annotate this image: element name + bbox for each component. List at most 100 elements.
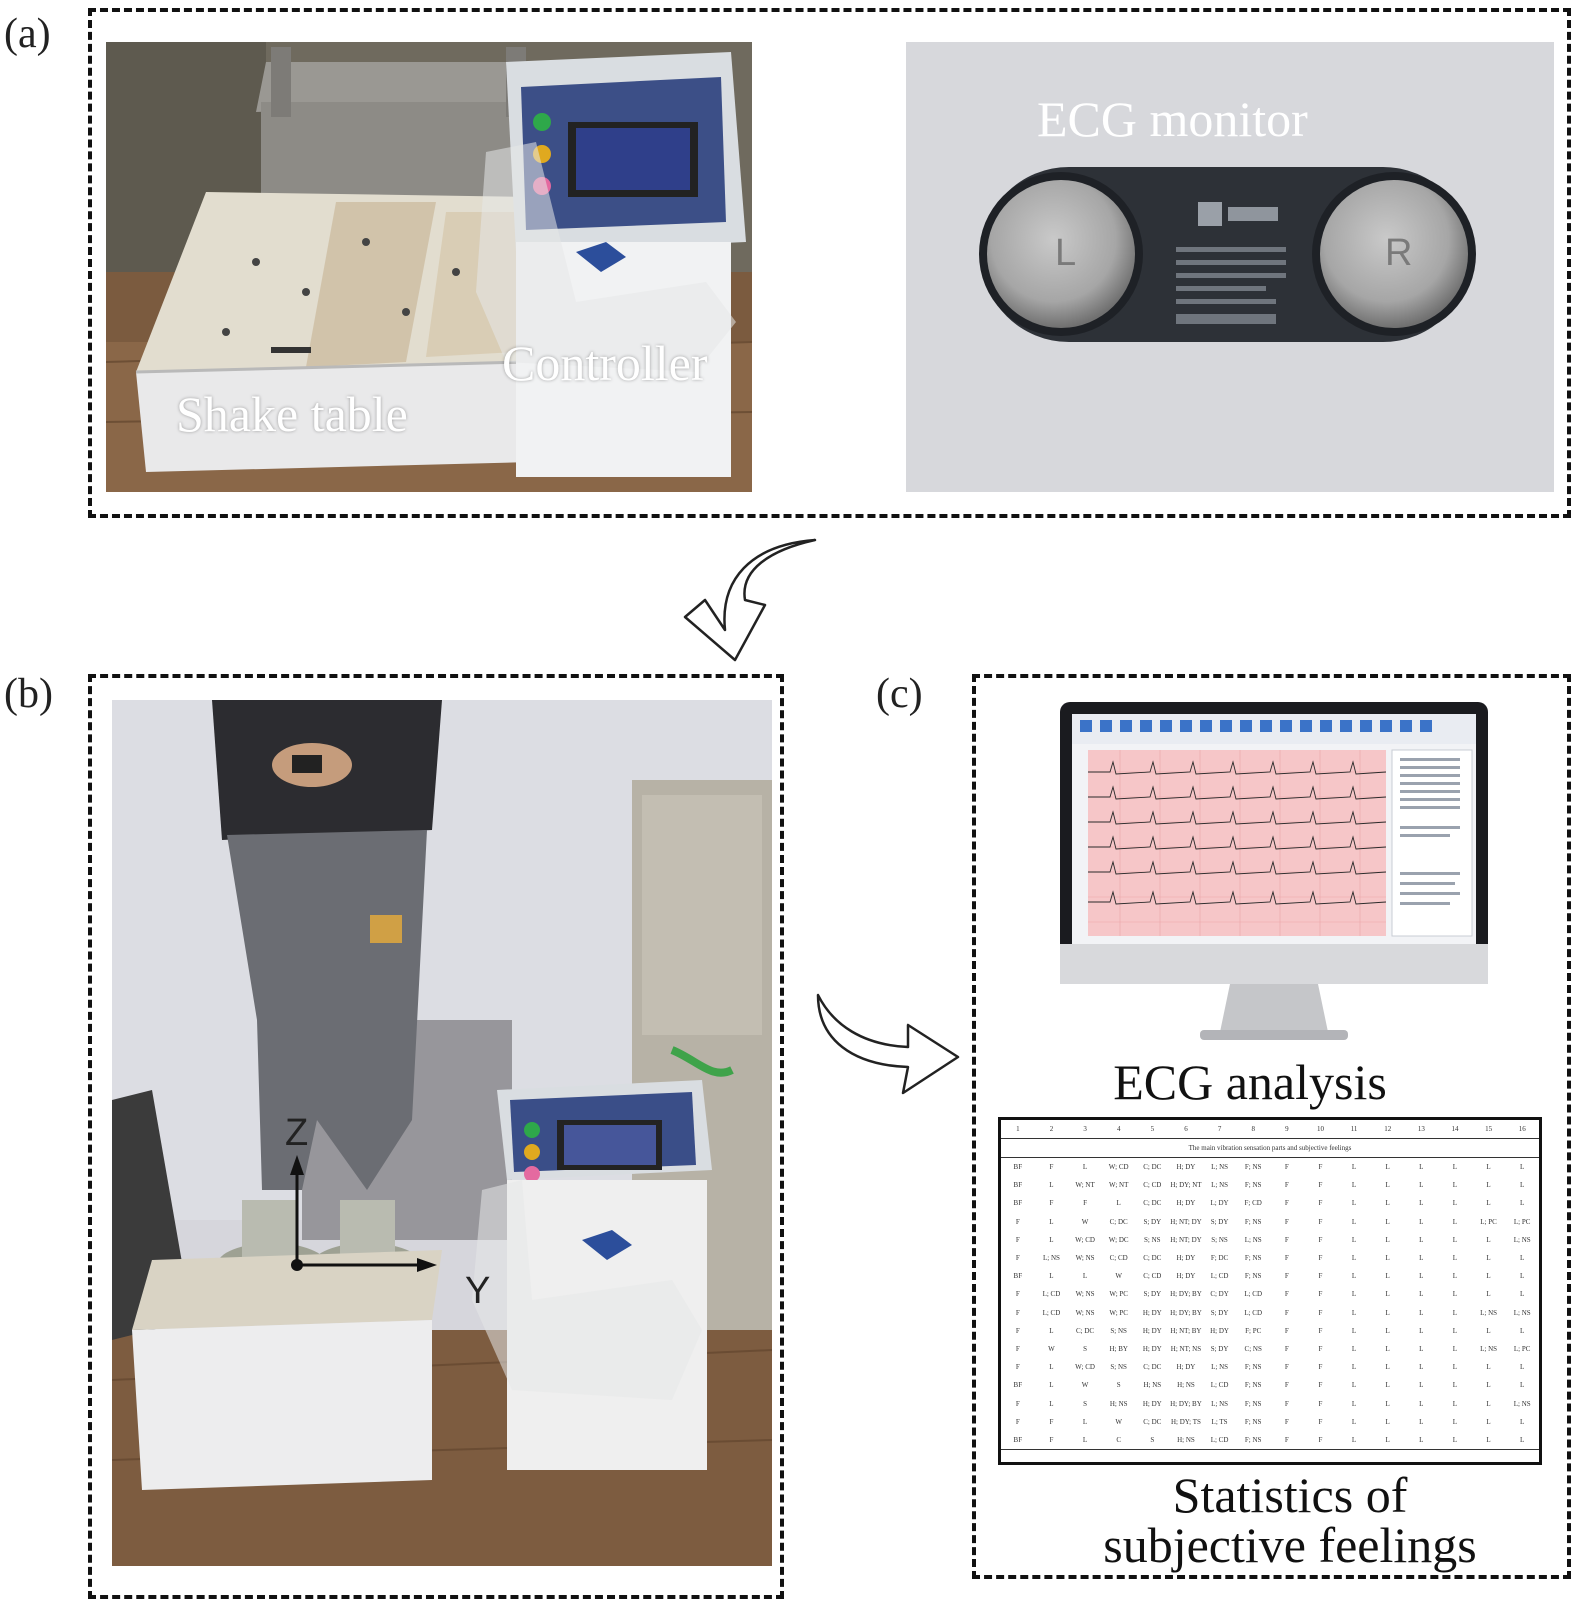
table-cell: L xyxy=(1520,1417,1525,1426)
table-cell: L xyxy=(1351,1308,1357,1317)
table-cell: L; NS xyxy=(1211,1363,1229,1372)
table-cell: L; PC xyxy=(1513,1344,1531,1353)
table-cell: F; NS xyxy=(1244,1217,1262,1226)
table-cell: H; NT; DY xyxy=(1170,1235,1202,1244)
table-cell: C; CD xyxy=(1143,1272,1162,1281)
statistics-caption-line1: Statistics of xyxy=(1172,1467,1408,1523)
table-cell: S; DY xyxy=(1143,1217,1162,1226)
table-cell: BF xyxy=(1013,1381,1023,1390)
panel-letter-c: (c) xyxy=(876,671,923,717)
table-cell: F xyxy=(1284,1308,1289,1317)
table-cell: H; DY xyxy=(1142,1399,1162,1408)
axis-y-label: Y xyxy=(465,1270,491,1312)
table-cell: L xyxy=(1419,1235,1424,1244)
table-cell: W; NT xyxy=(1109,1181,1129,1190)
table-cell: L xyxy=(1082,1163,1088,1172)
table-cell: L; NS xyxy=(1480,1308,1498,1317)
table-cell: L xyxy=(1452,1235,1458,1244)
table-cell: L; NS xyxy=(1513,1235,1531,1244)
table-cell: L xyxy=(1385,1272,1390,1281)
table-cell: L xyxy=(1351,1344,1357,1353)
ecg-monitor-photo xyxy=(906,42,1554,492)
table-header-cell: 13 xyxy=(1404,1120,1439,1139)
panel-letter-a: (a) xyxy=(4,11,51,57)
table-cell: F; NS xyxy=(1244,1254,1262,1263)
table-cell: L; CD xyxy=(1202,1430,1237,1450)
table-cell: L; PC xyxy=(1513,1217,1531,1226)
table-cell: L xyxy=(1068,1430,1102,1450)
table-cell: L xyxy=(1486,1254,1491,1263)
table-cell: F xyxy=(1284,1344,1289,1353)
table-cell: L xyxy=(1419,1417,1424,1426)
table-cell: L xyxy=(1351,1163,1357,1172)
table-cell: L xyxy=(1452,1254,1458,1263)
table-cell: H; NS xyxy=(1143,1381,1162,1390)
table-cell: S; NS xyxy=(1110,1326,1127,1335)
table-cell: F xyxy=(1015,1217,1020,1226)
table-cell: L xyxy=(1419,1272,1424,1281)
table-cell: L xyxy=(1452,1199,1458,1208)
table-cell: C; NS xyxy=(1244,1344,1262,1353)
ecg-right-electrode-label: R xyxy=(1385,232,1413,274)
table-cell: S; NS xyxy=(1144,1235,1161,1244)
ecg-analysis-caption: ECG analysis xyxy=(1113,1054,1387,1110)
table-cell: C; DC xyxy=(1143,1417,1162,1426)
table-cell: L xyxy=(1520,1254,1525,1263)
table-cell: L xyxy=(1385,1254,1390,1263)
table-cell: F xyxy=(1015,1290,1020,1299)
panel-letter-b: (b) xyxy=(4,671,53,717)
table-cell: L xyxy=(1385,1344,1390,1353)
table-cell: L xyxy=(1385,1199,1390,1208)
table-cell: S; DY xyxy=(1210,1217,1229,1226)
table-cell: L xyxy=(1486,1199,1491,1208)
table-cell: L; CD xyxy=(1210,1272,1229,1281)
table-cell: L; NS xyxy=(1042,1254,1060,1263)
table-cell: L xyxy=(1419,1381,1424,1390)
table-cell: H; NT; NS xyxy=(1170,1344,1202,1353)
table-cell: F xyxy=(1284,1381,1289,1390)
table-cell: L; CD xyxy=(1210,1381,1229,1390)
table-cell: L xyxy=(1385,1308,1390,1317)
table-cell: F xyxy=(1270,1430,1304,1450)
table-cell: L xyxy=(1452,1217,1458,1226)
table-cell: F xyxy=(1015,1363,1020,1372)
table-cell: L xyxy=(1520,1272,1525,1281)
shake-table-label: Shake table xyxy=(176,386,408,442)
table-cell: C; DC xyxy=(1143,1363,1162,1372)
table-header-cell: 1 xyxy=(1001,1120,1035,1139)
table-cell: L xyxy=(1452,1181,1458,1190)
table-cell: L; NS xyxy=(1211,1181,1229,1190)
table-cell: L xyxy=(1520,1381,1525,1390)
table-header-cell: 8 xyxy=(1236,1120,1270,1139)
table-header-cell: 3 xyxy=(1068,1120,1102,1139)
table-cell: W; CD xyxy=(1108,1163,1129,1172)
table-header-cell: 7 xyxy=(1202,1120,1237,1139)
table-cell: C; DC xyxy=(1143,1254,1162,1263)
table-cell: W; NT xyxy=(1075,1181,1095,1190)
table-cell: L xyxy=(1486,1163,1491,1172)
table-cell: F xyxy=(1318,1199,1323,1208)
table-cell: L xyxy=(1351,1417,1357,1426)
table-cell: L xyxy=(1452,1272,1458,1281)
table-cell: L xyxy=(1505,1430,1539,1450)
table-cell: L xyxy=(1385,1381,1390,1390)
table-cell: W; CD xyxy=(1075,1363,1095,1372)
table-cell: S xyxy=(1116,1381,1121,1390)
table-cell: F xyxy=(1049,1163,1054,1172)
table-header-cell: 9 xyxy=(1270,1120,1304,1139)
table-cell: F xyxy=(1318,1217,1323,1226)
table-cell: H; DY xyxy=(1142,1308,1162,1317)
table-cell: H; DY xyxy=(1176,1163,1196,1172)
table-cell: S xyxy=(1083,1344,1088,1353)
table-cell: F xyxy=(1284,1163,1289,1172)
table-cell: L xyxy=(1049,1381,1054,1390)
table-cell: L xyxy=(1419,1344,1424,1353)
table-cell: L; CD xyxy=(1244,1290,1263,1299)
table-cell: L xyxy=(1082,1272,1088,1281)
table-cell: L xyxy=(1520,1163,1525,1172)
table-header-cell: 15 xyxy=(1471,1120,1506,1139)
table-cell: L; CD xyxy=(1042,1308,1061,1317)
table-cell: F xyxy=(1015,1235,1020,1244)
